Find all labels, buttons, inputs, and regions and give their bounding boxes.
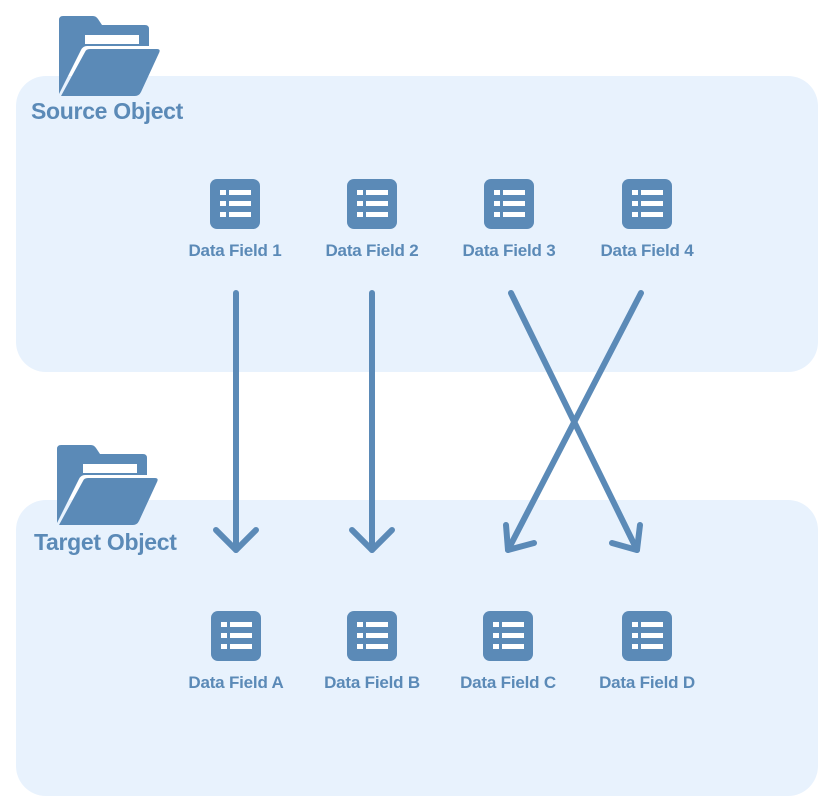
source-field-4: Data Field 4	[577, 179, 717, 261]
list-icon	[210, 179, 260, 229]
source-object-title: Source Object	[31, 98, 184, 124]
target-field-a: Data Field A	[166, 611, 306, 693]
field-label: Data Field 1	[188, 241, 282, 260]
field-label: Data Field 2	[325, 241, 419, 260]
field-label: Data Field 3	[462, 241, 556, 260]
source-field-1: Data Field 1	[165, 179, 305, 261]
source-field-2: Data Field 2	[302, 179, 442, 261]
field-label: Data Field A	[188, 673, 284, 692]
source-field-3: Data Field 3	[439, 179, 579, 261]
folder-open-icon	[57, 445, 158, 525]
list-icon	[484, 179, 534, 229]
list-icon	[211, 611, 261, 661]
target-field-b: Data Field B	[302, 611, 442, 693]
list-icon	[347, 179, 397, 229]
target-field-c: Data Field C	[438, 611, 578, 693]
target-field-d: Data Field D	[577, 611, 717, 693]
list-icon	[347, 611, 397, 661]
list-icon	[622, 611, 672, 661]
field-label: Data Field B	[324, 673, 420, 692]
field-label: Data Field 4	[600, 241, 694, 260]
target-object-panel	[16, 500, 818, 796]
field-label: Data Field D	[599, 673, 695, 692]
list-icon	[483, 611, 533, 661]
list-icon	[622, 179, 672, 229]
folder-open-icon	[59, 16, 160, 96]
field-label: Data Field C	[460, 673, 556, 692]
source-object-panel	[16, 76, 818, 372]
target-object-title: Target Object	[34, 529, 177, 555]
